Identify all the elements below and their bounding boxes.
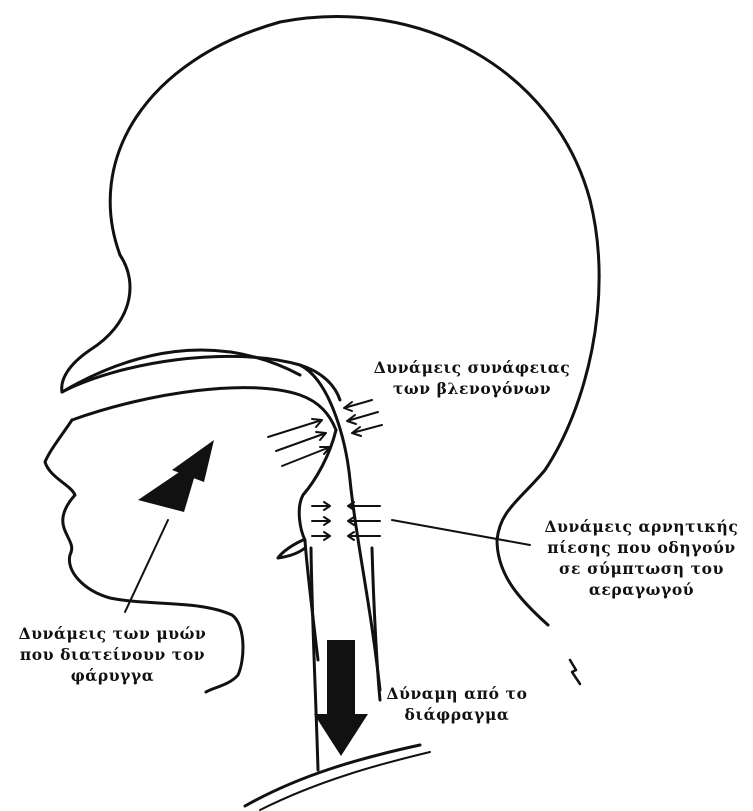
diaphragm-force-arrow-icon: [314, 640, 368, 756]
label-line: των βλενογόνων: [352, 378, 592, 399]
label-diaphragm-force: Δύναμη από το διάφραγμα: [372, 683, 542, 725]
label-line: Δυνάμεις συνάφειας: [352, 357, 592, 378]
muscle-force-arrow-icon: [138, 440, 214, 512]
label-muscle-forces: Δυνάμεις των μυών που διατείνουν τον φάρ…: [0, 623, 225, 686]
adhesion-arrows-left: [268, 419, 330, 466]
label-line: διάφραγμα: [372, 704, 542, 725]
head-outline: [110, 17, 599, 625]
label-line: Δύναμη από το: [372, 683, 542, 704]
label-negative-pressure-forces: Δυνάμεις αρνητικής πίεσης που οδηγούν σε…: [530, 516, 753, 600]
label-line: Δυνάμεις αρνητικής: [530, 516, 753, 537]
label-line: φάρυγγα: [0, 665, 225, 686]
palate-line: [72, 388, 336, 430]
muscle-leader-line: [125, 520, 168, 612]
label-line: πίεσης που οδηγούν: [530, 537, 753, 558]
label-line: σε σύμπτωση του: [530, 558, 753, 579]
epiglottis: [278, 540, 305, 558]
negative-pressure-arrows: [312, 502, 380, 540]
label-line: αεραγωγού: [530, 579, 753, 600]
label-line: Δυνάμεις των μυών: [0, 623, 225, 644]
pressure-leader-line: [392, 520, 530, 545]
label-line: που διατείνουν τον: [0, 644, 225, 665]
forehead-outline: [62, 255, 300, 392]
diaphragm-curve-2: [260, 752, 430, 810]
diaphragm-curve-1: [245, 745, 420, 806]
adhesion-arrows-right: [344, 400, 382, 436]
tongue-base-line: [299, 430, 336, 660]
tick-mark: [570, 660, 580, 684]
trachea-right-wall: [372, 548, 380, 700]
label-adhesion-forces: Δυνάμεις συνάφειας των βλενογόνων: [352, 357, 592, 399]
